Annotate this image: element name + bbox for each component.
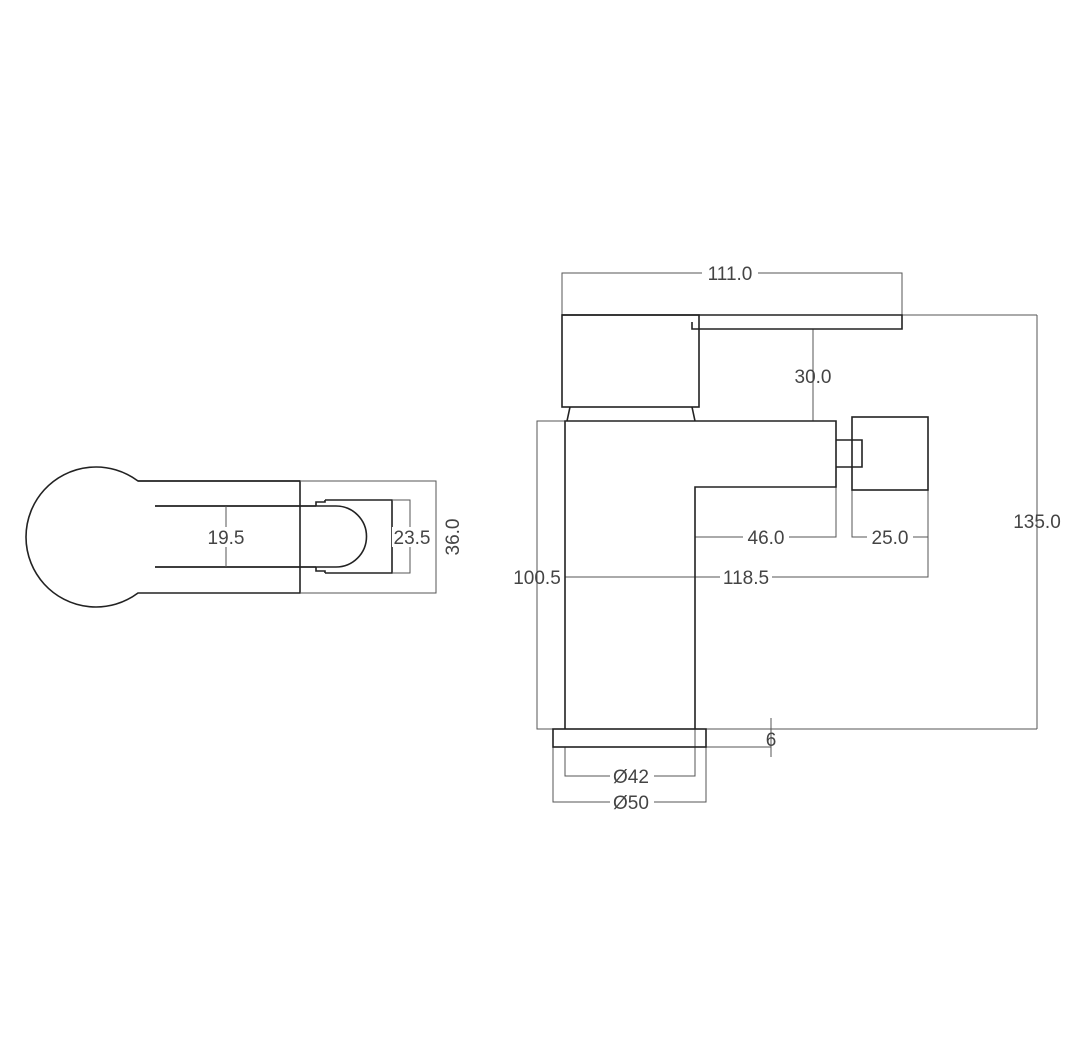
handle-neck-outline: [138, 480, 316, 568]
lever-outline: [155, 505, 368, 568]
dim-label-base-diameter: Ø50: [613, 793, 649, 814]
dim-label-overall-length: 111.0: [708, 264, 753, 285]
handle-block: [561, 314, 700, 408]
tap-base-circle-outline: [25, 466, 301, 608]
dim-line-100-5: [536, 420, 1037, 730]
dim-label-inner-width: 19.5: [208, 528, 245, 549]
nozzle-block: [851, 416, 929, 491]
dim-label-base-thickness: 6: [766, 730, 777, 751]
dim-label-spout-projection: 118.5: [723, 568, 769, 589]
dim-label-handle-clearance: 30.0: [795, 367, 832, 388]
tap-body: [564, 420, 837, 729]
lever: [562, 314, 903, 330]
dim-line-36-0: [300, 480, 437, 594]
dim-label-body-height: 100.5: [513, 568, 561, 589]
dim-label-total-height: 135.0: [1013, 512, 1061, 533]
cap-outline: [325, 499, 393, 574]
dim-label-overall-width: 36.0: [443, 519, 464, 556]
dim-line-118-5: [565, 490, 929, 578]
side-view: 111.0 30.0 135.0 100.5 46.0 25.0 118.5 6…: [513, 263, 1061, 814]
nozzle-connector: [836, 439, 863, 468]
dim-label-body-diameter: Ø42: [613, 767, 649, 788]
dim-line-46: [695, 487, 837, 538]
dim-label-nozzle-width: 25.0: [872, 528, 909, 549]
top-view: 19.5 23.5 36.0: [25, 466, 464, 608]
dim-label-cap-width: 23.5: [394, 528, 431, 549]
collar: [566, 406, 696, 422]
dim-line-6: [706, 718, 772, 757]
lever-notch: [315, 500, 326, 573]
dim-label-spout-reach: 46.0: [748, 528, 785, 549]
base-plate: [552, 728, 707, 748]
